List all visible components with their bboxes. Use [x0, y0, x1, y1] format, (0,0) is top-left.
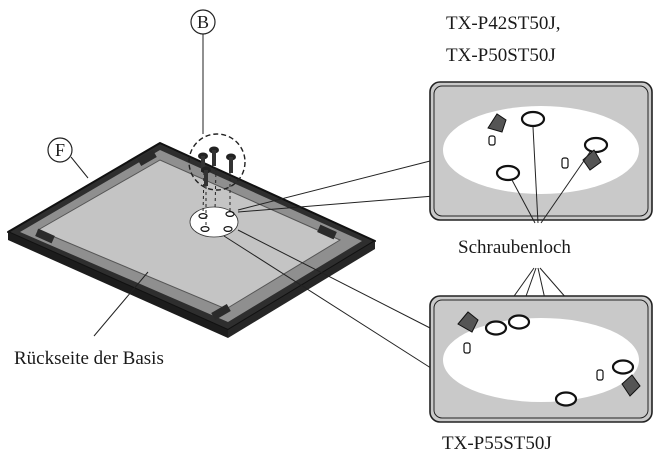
- screw-hole: [611, 359, 635, 375]
- screw-hole: [520, 110, 546, 128]
- base-back-label: Rückseite der Basis: [14, 348, 164, 369]
- base-screw-hole: [200, 226, 210, 233]
- inset-bottom-area: [443, 318, 639, 402]
- screw-hole: [484, 320, 508, 336]
- callout-b-letter: B: [197, 12, 209, 32]
- model-label-top-2: TX-P50ST50J: [446, 45, 556, 66]
- screw-hole: [507, 314, 531, 330]
- callout-f-leader: [70, 156, 89, 179]
- slot-detail: [463, 342, 471, 354]
- screw: [226, 153, 236, 173]
- base-front-edge: [8, 232, 228, 338]
- screw-insertion-guides: [202, 167, 231, 227]
- screw-hole: [554, 391, 578, 407]
- model-label-bottom: TX-P55ST50J: [442, 433, 552, 454]
- inset-top: [429, 81, 653, 221]
- callout-f: F: [47, 137, 89, 179]
- model-label-top-1: TX-P42ST50J,: [446, 13, 561, 34]
- base-foot: [211, 304, 231, 320]
- screw-hole-leaders-top: [511, 126, 591, 224]
- base-screw-hole: [225, 211, 235, 218]
- screws-dashed-circle: [188, 133, 246, 191]
- inset-bottom: [429, 295, 653, 423]
- screw: [201, 166, 211, 186]
- base-back-leader: [93, 271, 149, 337]
- zoom-lines: [223, 159, 435, 371]
- base-screw-hole: [198, 213, 208, 220]
- base-inner-panel: [36, 159, 342, 310]
- base-foot: [35, 228, 55, 244]
- slot-detail: [488, 135, 496, 146]
- hook-detail: [582, 149, 602, 171]
- base-side-edge: [228, 241, 375, 338]
- screw: [198, 152, 208, 172]
- hook-detail: [621, 374, 641, 397]
- base-foot: [317, 224, 337, 240]
- callout-b: B: [190, 9, 216, 134]
- screw: [209, 146, 219, 166]
- base-screw-hole: [223, 226, 233, 233]
- base-foot: [137, 150, 157, 166]
- hook-detail: [487, 113, 507, 133]
- hook-detail: [457, 311, 479, 333]
- screw-hole-label: Schraubenloch: [458, 237, 571, 258]
- callout-f-letter: F: [55, 140, 65, 160]
- slot-detail: [561, 157, 569, 169]
- stand-base: [7, 142, 376, 338]
- slot-detail: [596, 369, 604, 381]
- screws-group: [188, 133, 246, 191]
- screw-hole: [583, 136, 609, 154]
- screw-hole: [495, 164, 521, 182]
